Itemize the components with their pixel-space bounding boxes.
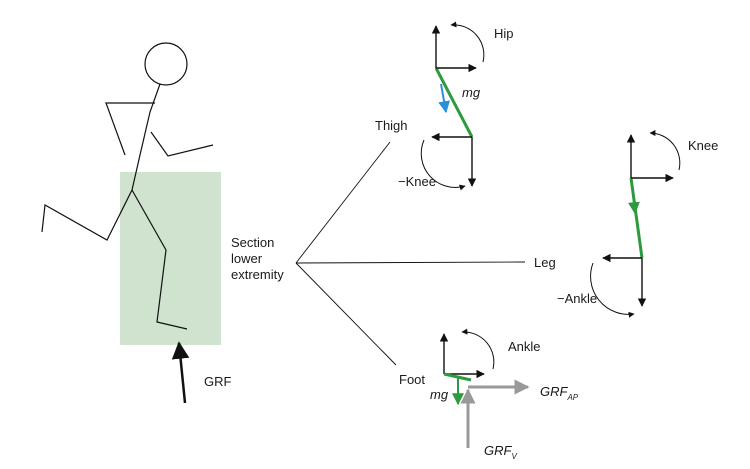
branch-to-thigh [295,141,391,264]
thigh-label: Thigh [375,118,408,133]
figure-front-arm [150,131,214,157]
section-label-line2: lower [231,251,263,266]
leg-fbd: Leg Knee −Ankle [534,130,718,318]
section-label-line3: extremity [231,267,284,282]
ankle-moment-arc [461,328,495,370]
section-label-line1: Section [231,235,274,250]
figure-torso [131,83,161,191]
figure-back-leg [41,189,133,241]
stick-figure [41,42,214,330]
foot-mg-label: mg [430,387,449,402]
figure-back-arm [105,102,155,156]
foot-segment [443,372,472,382]
foot-label: Foot [399,372,425,387]
grf-ap-label: GRFAP [540,384,579,402]
thigh-fbd: Thigh Hip mg −Knee [375,21,514,191]
hip-label: Hip [494,26,514,41]
ankle-label: Ankle [508,339,541,354]
knee-moment-arc [649,130,681,171]
thigh-mg-label: mg [462,85,481,100]
leg-gravity-arrow [627,192,640,215]
grf-v-label: GRFV [484,443,517,461]
grf-arrow [171,341,190,404]
neg-knee-moment-arc [420,139,466,191]
hip-moment-arc [450,21,485,63]
knee-label: Knee [688,138,718,153]
thigh-gravity-arrow [438,83,451,114]
branch-to-foot [295,262,397,366]
thigh-segment [434,67,474,138]
neg-ankle-moment-arc [590,262,635,318]
grf-label: GRF [204,374,232,389]
neg-ankle-label: −Ankle [557,291,597,306]
figure-front-leg [131,189,188,330]
branch-to-leg [295,261,526,264]
branch-lines [295,141,526,366]
neg-knee-label: −Knee [398,174,436,189]
foot-fbd: Foot Ankle mg GRFAP GRFV [399,328,579,461]
figure-head [144,42,188,86]
leg-segment [629,177,644,259]
leg-label: Leg [534,255,556,270]
section-box [120,172,221,345]
